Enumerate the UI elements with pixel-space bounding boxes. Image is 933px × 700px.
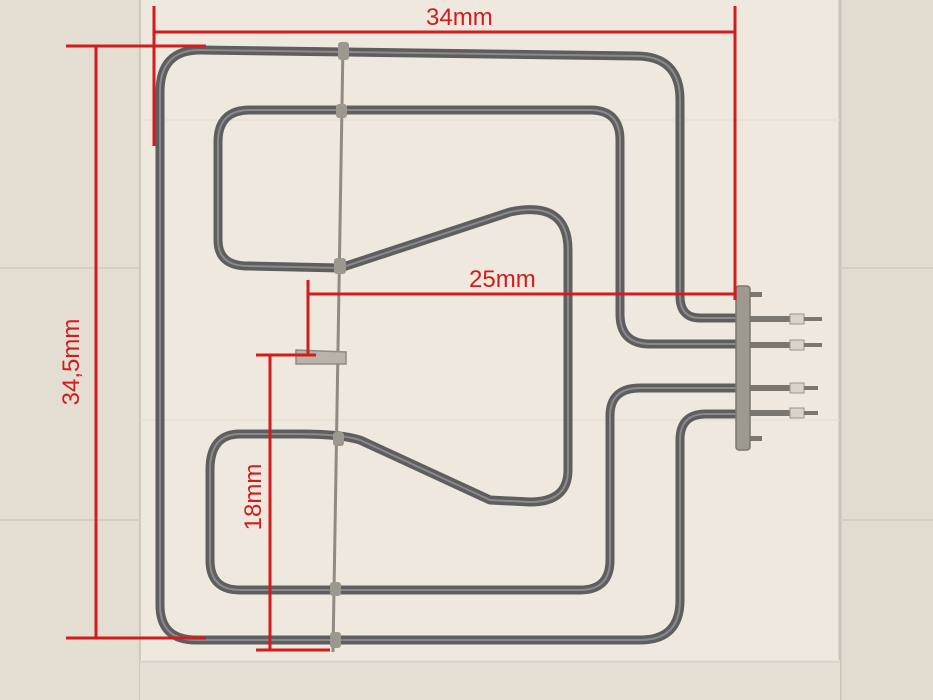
terminal-pins bbox=[750, 292, 822, 441]
heating-element bbox=[155, 45, 745, 645]
support-bar bbox=[295, 42, 349, 653]
bracket bbox=[295, 349, 347, 365]
measurement-lines bbox=[66, 6, 737, 652]
inner-height-measurement-label: 18mm bbox=[240, 463, 267, 531]
height-measurement-label: 34,5mm bbox=[58, 318, 85, 406]
terminal-block bbox=[735, 285, 822, 451]
width-measurement-label: 34mm bbox=[426, 4, 493, 31]
inner-width-measurement-label: 25mm bbox=[469, 266, 536, 293]
